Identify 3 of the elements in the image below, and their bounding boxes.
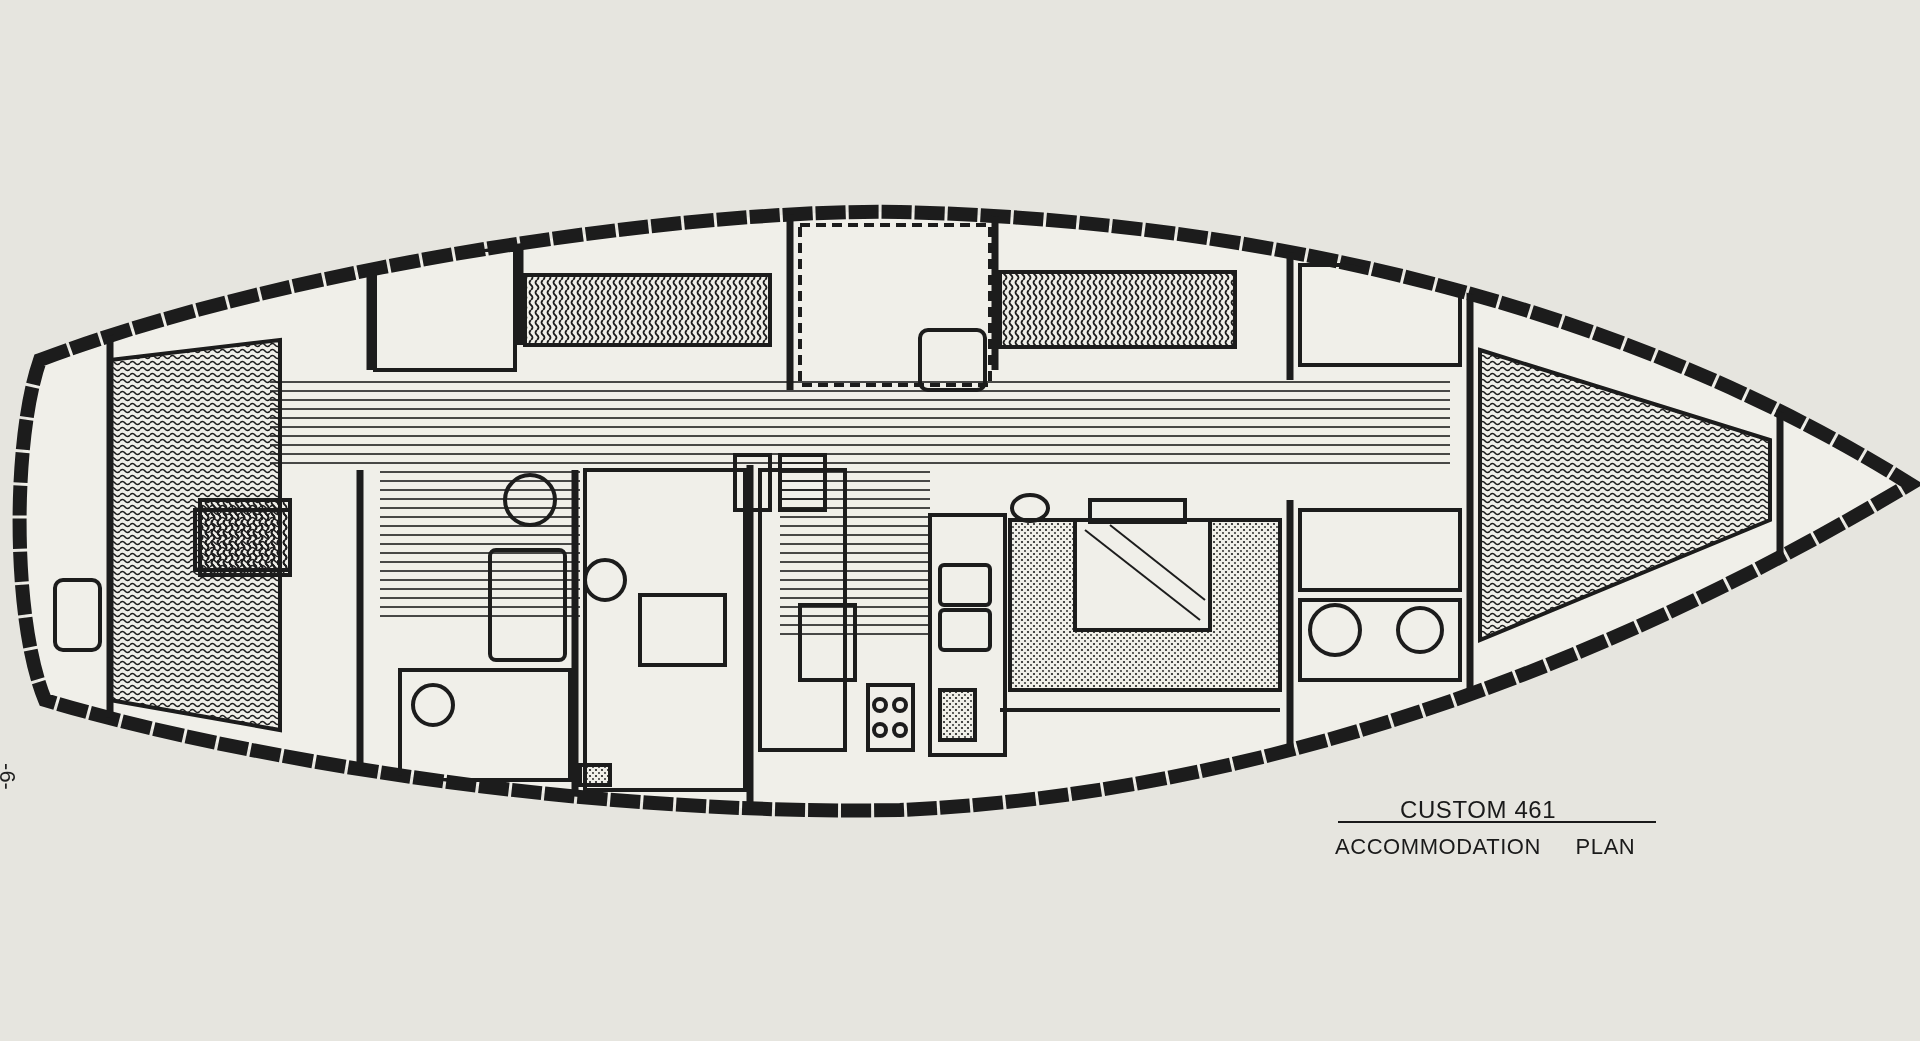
plan-title: CUSTOM 461 xyxy=(1400,795,1557,825)
page-number: -6- xyxy=(0,763,21,790)
plan-subtitle: ACCOMMODATION PLAN xyxy=(1335,833,1636,861)
